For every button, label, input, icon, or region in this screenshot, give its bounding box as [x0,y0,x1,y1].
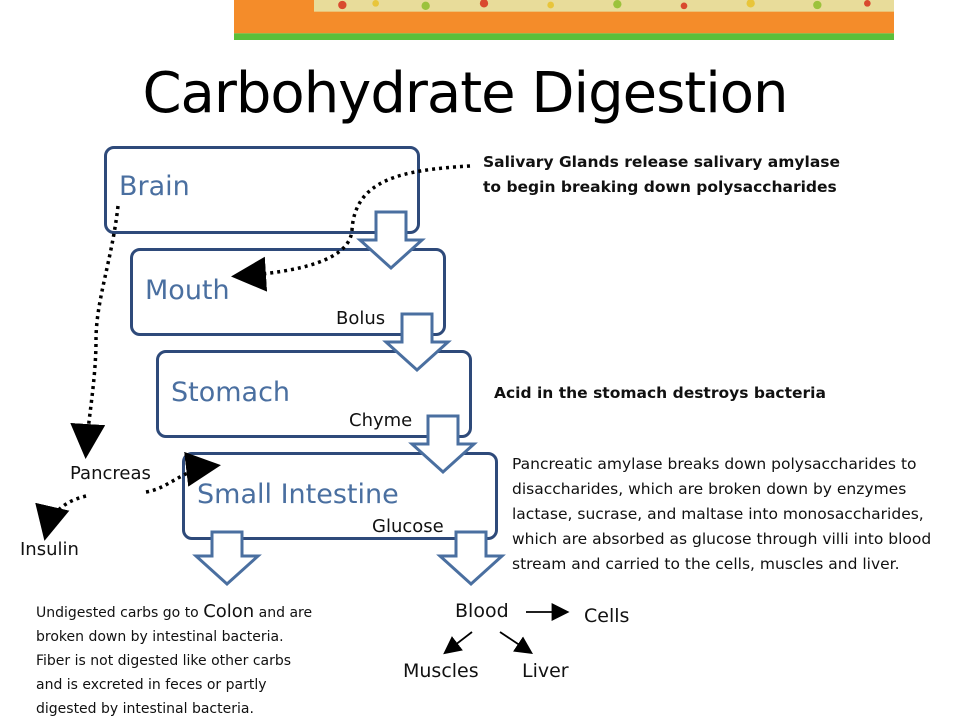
block-arrow-mouth-stomach [382,312,452,373]
block-arrow-colon [192,530,262,587]
label-muscles: Muscles [403,660,479,682]
label-liver: Liver [522,660,569,682]
label-chyme: Chyme [349,410,413,431]
stage-brain-label: Brain [119,171,190,202]
label-bolus: Bolus [336,308,386,329]
label-cells: Cells [584,605,630,627]
stage-stomach-label: Stomach [171,377,291,408]
stage-brain: Brain [104,146,420,234]
slide-title: Carbohydrate Digestion [142,61,788,126]
stage-mouth-label: Mouth [145,275,230,306]
label-insulin: Insulin [20,539,79,560]
block-arrow-brain-mouth [356,210,426,271]
banner-flower-strip [314,0,894,12]
stage-small-intestine-label: Small Intestine [197,479,399,510]
note-pancreatic: Pancreatic amylase breaks down polysacch… [512,455,932,573]
dotted-arrow-brain-pancreas [70,205,120,459]
header-banner [234,0,894,40]
note-salivary: Salivary Glands release salivary amylase… [483,153,841,196]
arrow-blood-muscles [443,631,473,655]
dotted-arrow-pancreas-intestine [145,451,221,494]
block-arrow-blood [436,530,506,587]
note-colon: Undigested carbs go to Colon and are bro… [36,601,313,717]
note-stomach-acid: Acid in the stomach destroys bacteria [494,384,826,402]
banner-green [234,33,894,40]
dotted-arrow-pancreas-insulin [35,494,87,541]
dotted-arrow-salivary-mouth [231,164,471,292]
colon-emphasis: Colon [203,601,255,622]
label-glucose: Glucose [372,516,444,537]
label-blood: Blood [455,600,509,622]
arrow-blood-liver [499,631,533,654]
block-arrow-stomach-intestine [408,414,478,475]
label-pancreas: Pancreas [70,463,151,484]
